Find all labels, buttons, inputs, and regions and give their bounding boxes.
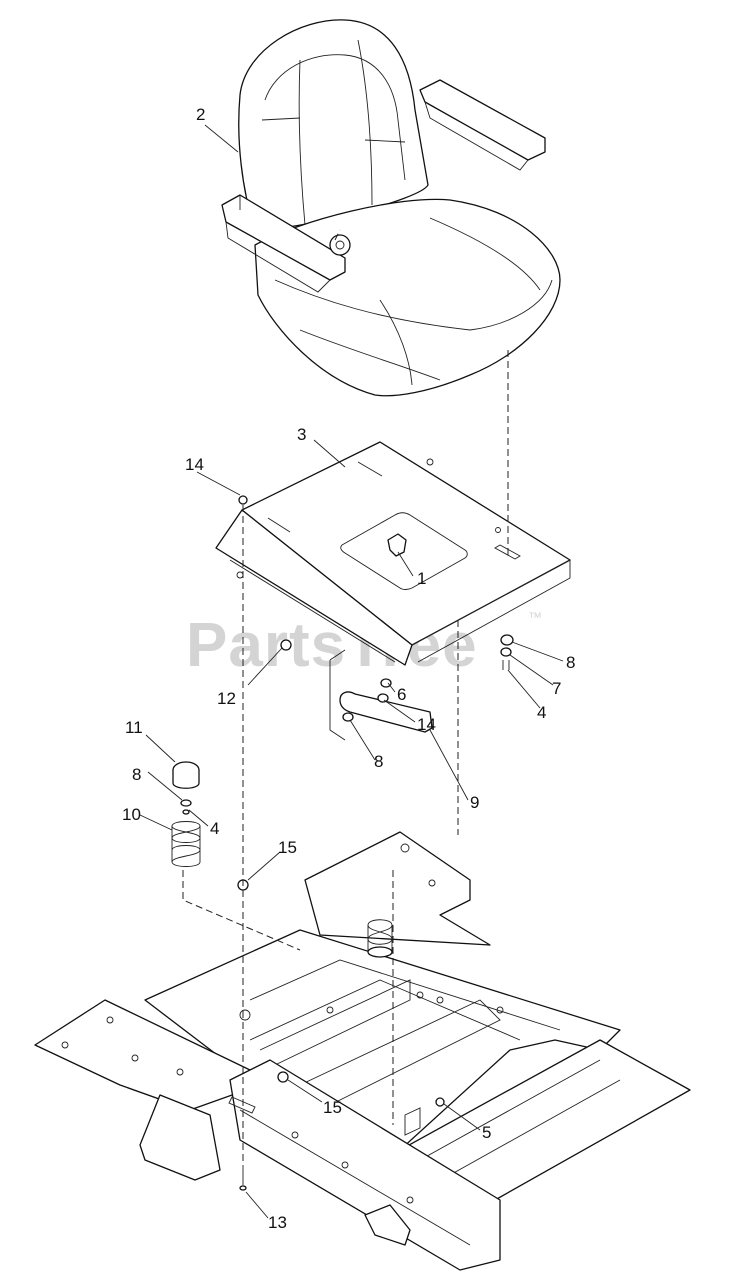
callout-10: 10: [122, 805, 141, 824]
callout-5: 5: [482, 1123, 491, 1142]
leader-lines: [139, 124, 564, 1219]
callout-8-right: 8: [566, 653, 575, 672]
callout-6: 6: [397, 685, 406, 704]
spring-group: [171, 761, 201, 867]
callout-4-left: 4: [210, 819, 219, 838]
frame-nut-bottom: [277, 1071, 289, 1083]
callout-2: 2: [196, 105, 205, 124]
callout-12: 12: [217, 689, 236, 708]
callout-13: 13: [268, 1213, 287, 1232]
callout-8-left: 8: [132, 765, 141, 784]
main-frame-part: [34, 831, 691, 1271]
watermark-trademark: ™: [528, 609, 542, 625]
seat-part: [221, 19, 561, 397]
pivot-bracket-part: [280, 639, 433, 741]
callout-14-top: 14: [185, 455, 204, 474]
right-hardware: [500, 634, 514, 670]
callout-14-mid: 14: [417, 715, 436, 734]
top-nut: [238, 495, 248, 505]
callout-4-right: 4: [537, 703, 546, 722]
callout-7: 7: [552, 679, 561, 698]
callout-9: 9: [470, 793, 479, 812]
assembly-lines: [182, 229, 509, 1165]
callout-15-bottom: 15: [323, 1098, 342, 1117]
callout-labels: 2 3 1 14 8 7 4 6 14 12 8 9 11 8 4 10 15 …: [122, 105, 575, 1232]
callout-1: 1: [417, 569, 426, 588]
bottom-bolt: [239, 1165, 247, 1191]
seat-plate-part: [215, 441, 571, 666]
callout-15-top: 15: [278, 838, 297, 857]
callout-3: 3: [297, 425, 306, 444]
callout-11: 11: [125, 718, 143, 737]
callout-8-bracket: 8: [374, 752, 383, 771]
